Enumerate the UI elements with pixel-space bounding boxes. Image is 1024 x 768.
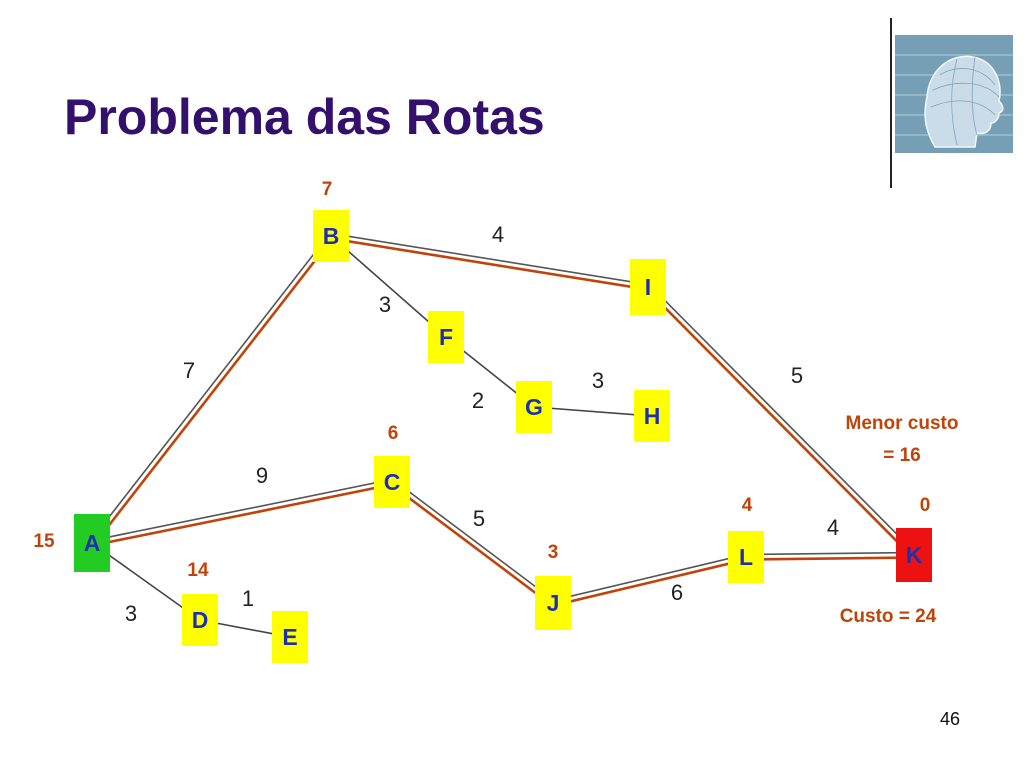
node-label: B — [323, 223, 340, 249]
node-label: H — [644, 403, 661, 429]
divider-line — [890, 18, 892, 188]
heuristic-b: 7 — [322, 179, 333, 200]
edge-weight-a-d: 3 — [125, 601, 137, 626]
node-c[interactable]: C — [374, 456, 410, 508]
node-label: D — [192, 607, 209, 633]
node-box — [272, 611, 308, 663]
other-cost-label: Custo = 24 — [840, 606, 937, 627]
node-label: C — [384, 469, 401, 495]
edge-weight-g-h: 3 — [592, 368, 604, 393]
node-b[interactable]: B — [313, 210, 349, 262]
node-h[interactable]: H — [634, 390, 670, 442]
edge-weight-a-c: 9 — [256, 463, 268, 488]
node-d[interactable]: D — [182, 594, 218, 646]
node-box — [634, 390, 670, 442]
best-cost-line1: Menor custo — [846, 413, 959, 434]
node-box — [630, 259, 666, 315]
edge-l-k-path — [746, 556, 915, 561]
node-j[interactable]: J — [535, 576, 571, 630]
edge-weight-c-j: 5 — [473, 506, 485, 531]
node-k[interactable]: K — [896, 528, 932, 582]
heuristic-l: 4 — [742, 495, 753, 516]
node-box — [313, 210, 349, 262]
edge-weight-d-e: 1 — [242, 586, 254, 611]
node-e[interactable]: E — [272, 611, 308, 663]
node-a[interactable]: A — [74, 514, 110, 572]
node-box — [896, 528, 932, 582]
heuristic-d: 14 — [187, 560, 209, 581]
edge-weight-l-k: 4 — [827, 515, 839, 540]
heuristic-j: 3 — [548, 542, 559, 563]
node-box — [428, 311, 464, 363]
edge-b-i-path — [330, 237, 648, 291]
heuristic-c: 6 — [388, 423, 399, 444]
edge-a-b-base — [89, 233, 330, 542]
node-label: E — [282, 624, 297, 650]
edge-j-l-base — [552, 553, 746, 602]
node-label: F — [439, 324, 453, 350]
best-cost-line2: = 16 — [883, 445, 921, 466]
node-g[interactable]: G — [516, 381, 552, 433]
slide-title: Problema das Rotas — [64, 89, 545, 145]
edge-b-i-base — [331, 232, 649, 286]
edge-b-f — [330, 235, 447, 338]
node-label: J — [547, 590, 560, 616]
edge-weight-j-l: 6 — [671, 580, 683, 605]
edge-i-k-base — [649, 284, 917, 554]
node-i[interactable]: I — [630, 259, 666, 315]
node-box — [374, 456, 410, 508]
edge-g-h — [533, 406, 653, 417]
node-label: I — [645, 274, 651, 300]
node-label: L — [739, 544, 753, 570]
heuristic-k: 0 — [920, 495, 931, 516]
node-label: G — [525, 394, 543, 420]
edge-i-k-path — [645, 287, 914, 558]
node-box — [535, 576, 571, 630]
edge-a-c-path — [92, 483, 393, 547]
slide-number: 46 — [940, 709, 961, 729]
node-box — [516, 381, 552, 433]
edge-weight-i-k: 5 — [791, 363, 803, 388]
heuristic-a: 15 — [33, 531, 55, 552]
edge-weight-a-b: 7 — [183, 358, 195, 383]
edge-l-k-base — [745, 551, 914, 556]
node-box — [182, 594, 218, 646]
edge-c-j-base — [393, 479, 555, 602]
edge-a-c-base — [91, 478, 392, 542]
node-box — [74, 514, 110, 572]
edge-weight-b-f: 3 — [379, 292, 391, 317]
edge-j-l-path — [553, 558, 747, 607]
edge-weight-b-i: 4 — [492, 222, 504, 247]
edge-c-j-path — [389, 482, 553, 607]
node-label: A — [84, 530, 101, 556]
node-label: K — [906, 542, 923, 568]
edge-a-b-path — [92, 236, 334, 546]
node-box — [728, 531, 764, 583]
node-l[interactable]: L — [728, 531, 764, 583]
node-f[interactable]: F — [428, 311, 464, 363]
digital-head-icon — [895, 35, 1013, 153]
edge-weight-f-g: 2 — [472, 388, 484, 413]
